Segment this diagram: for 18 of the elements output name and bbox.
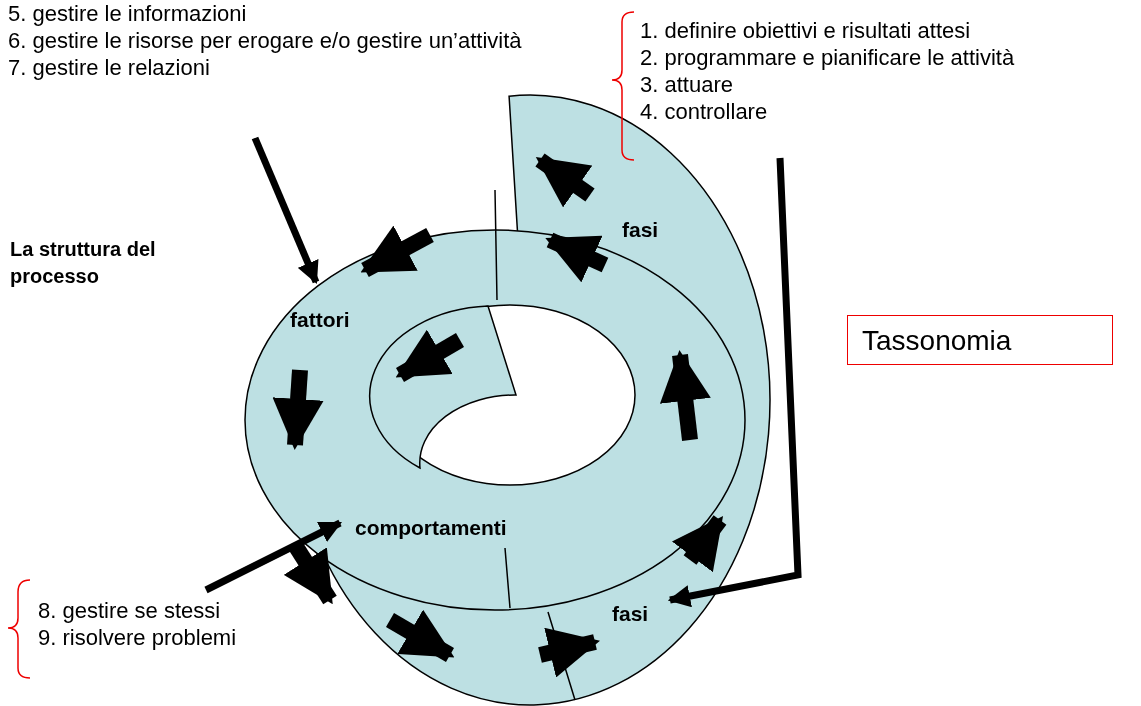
list-item: 1. definire obiettivi e risultati attesi bbox=[640, 17, 972, 44]
list-item: 6. gestire le risorse per erogare e/o gestire un’attività bbox=[8, 27, 523, 54]
segment-label: fasi bbox=[622, 216, 659, 243]
list-item: 8. gestire se stessi bbox=[38, 597, 222, 624]
list-item: 4. controllare bbox=[640, 98, 769, 125]
segment-label: fasi bbox=[612, 600, 649, 627]
list-item: 3. attuare bbox=[640, 71, 734, 98]
list-item: 7. gestire le relazioni bbox=[8, 54, 211, 81]
list-item: 9. risolvere problemi bbox=[38, 624, 237, 651]
segment-label: comportamenti bbox=[355, 514, 507, 541]
arrow bbox=[667, 157, 802, 608]
title-box: Tassonomia bbox=[847, 315, 1113, 365]
list-item: 2. programmare e pianificare le attività bbox=[640, 44, 1016, 71]
segment-label: fattori bbox=[290, 306, 350, 333]
list-item: 5. gestire le informazioni bbox=[8, 0, 248, 27]
arrow bbox=[251, 136, 320, 285]
side-heading: La struttura del processo bbox=[10, 237, 157, 289]
arrow bbox=[204, 519, 342, 594]
